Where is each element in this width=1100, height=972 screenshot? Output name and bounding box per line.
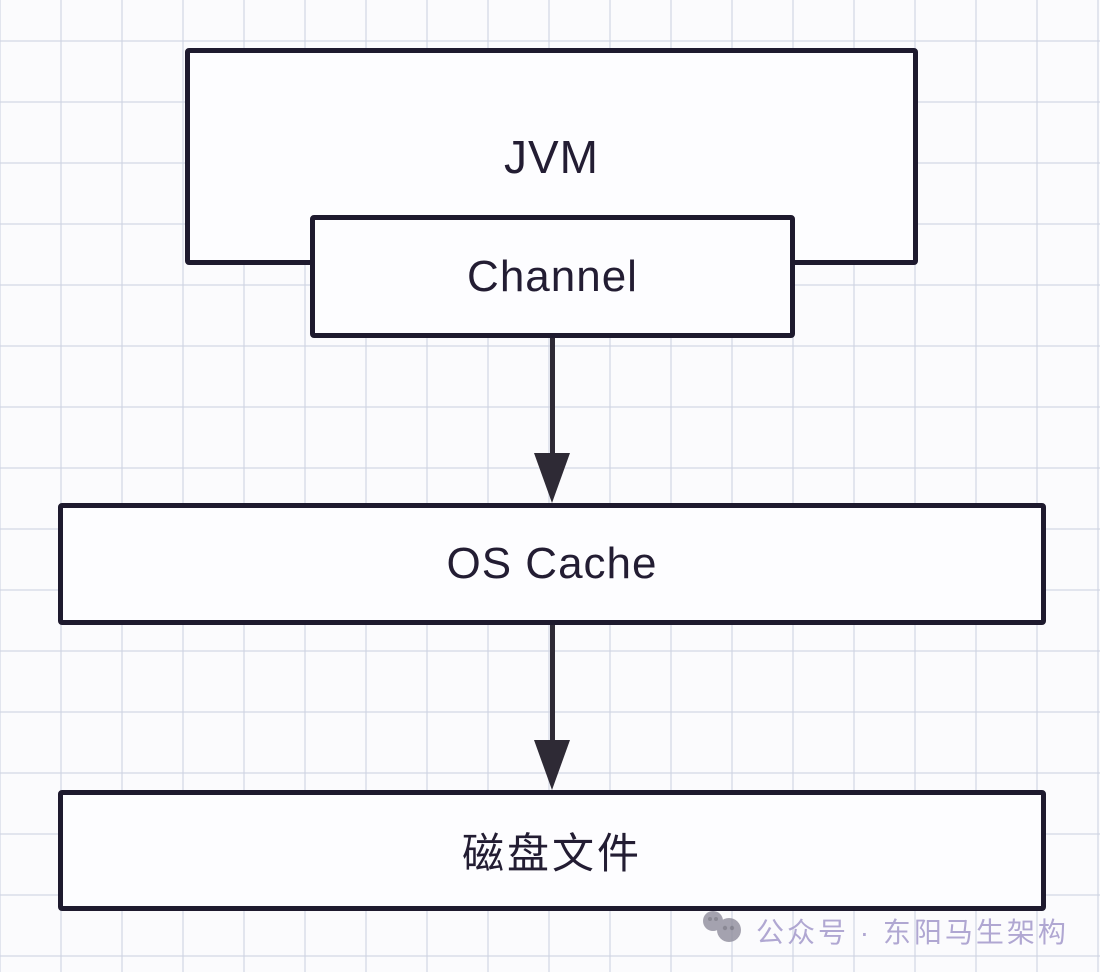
node-disk-file: 磁盘文件: [58, 790, 1046, 911]
paw-icon: [700, 908, 750, 953]
node-os-cache-label: OS Cache: [446, 539, 658, 588]
arrow-down-icon: [534, 453, 570, 503]
arrow-down-icon: [534, 740, 570, 790]
node-channel-label: Channel: [467, 251, 638, 301]
node-os-cache: OS Cache: [58, 503, 1046, 625]
node-channel: Channel: [310, 215, 795, 338]
watermark-text: 公众号 · 东阳马生架构: [756, 916, 1069, 948]
node-disk-file-label: 磁盘文件: [461, 830, 642, 877]
edge-os-cache-to-disk-file: [550, 625, 555, 742]
watermark: 公众号 · 东阳马生架构: [700, 908, 1069, 953]
edge-channel-to-os-cache: [550, 338, 555, 456]
node-jvm-label: JVM: [504, 130, 599, 183]
